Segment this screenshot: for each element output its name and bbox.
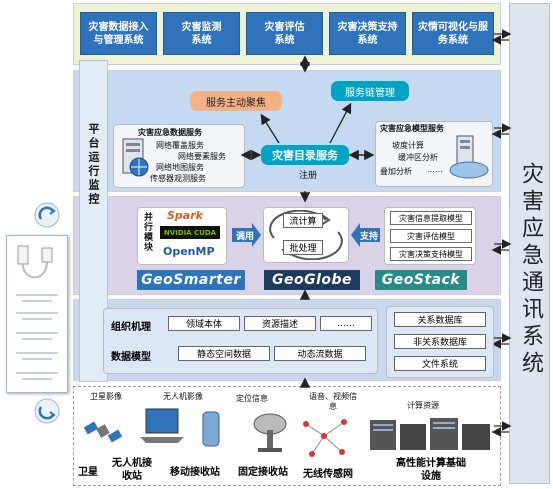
mobile-receiver-icon bbox=[202, 411, 220, 447]
model-item: 静态空间数据 bbox=[178, 346, 270, 361]
stack-model-box: 灾害决策支持模型 bbox=[390, 247, 472, 261]
call-arrow bbox=[232, 223, 261, 247]
db-item: 非关系数据库 bbox=[394, 334, 486, 349]
source-image-label: 卫星影像 bbox=[90, 392, 122, 401]
station-label: 高性能计算基础设施 bbox=[396, 458, 466, 482]
register-label: 注册 bbox=[299, 171, 318, 181]
cycle-bottom-icon bbox=[34, 398, 60, 424]
catalog-service-box[interactable]: 灾害目录服务 bbox=[261, 145, 349, 165]
model-label: 数据模型 bbox=[111, 352, 151, 363]
model-service-item: 叠加分析 bbox=[380, 167, 412, 176]
document-text-lines bbox=[16, 294, 58, 380]
source-image-label: 计算资源 bbox=[407, 401, 439, 410]
support-label: 支持 bbox=[360, 232, 379, 242]
hpc-server-icon bbox=[370, 418, 490, 450]
station-label: 移动接收站 bbox=[170, 467, 220, 478]
sensor-network-icon bbox=[303, 419, 347, 457]
call-label: 调用 bbox=[236, 232, 255, 242]
model-item: 动态流数据 bbox=[274, 346, 366, 361]
data-service-item: 传感器观测服务 bbox=[150, 174, 206, 183]
platform-column bbox=[79, 60, 108, 382]
cloud-server-icon bbox=[449, 135, 489, 179]
model-service-item: 缓冲区分析 bbox=[398, 153, 438, 162]
support-arrow bbox=[351, 223, 380, 247]
stack-model-box: 灾害评估模型 bbox=[390, 229, 472, 243]
source-layer bbox=[73, 386, 501, 486]
source-image-label: 无人机影像 bbox=[163, 392, 203, 401]
org-item: …… bbox=[320, 316, 372, 331]
db-item: 文件系统 bbox=[394, 356, 486, 371]
system-decision-support[interactable]: 灾害决策支持系统 bbox=[329, 12, 406, 55]
stack-model-box: 灾害信息提取模型 bbox=[390, 211, 472, 225]
geoglobe-brand: GeoGlobe bbox=[264, 270, 360, 290]
db-item: 关系数据库 bbox=[394, 312, 486, 327]
station-label: 固定接收站 bbox=[238, 467, 288, 478]
data-service-item: 网络覆盖服务 bbox=[156, 141, 204, 150]
source-image-label: 定位信息 bbox=[236, 394, 268, 403]
dish-antenna-icon bbox=[253, 413, 287, 452]
server-icon bbox=[122, 138, 149, 177]
station-label: 无线传感网 bbox=[303, 469, 353, 480]
data-service-title: 灾害应急数据服务 bbox=[138, 128, 202, 137]
platform-column-label: 平台运行监控 bbox=[87, 123, 100, 207]
system-visualization[interactable]: 灾情可视化与服务系统 bbox=[412, 12, 494, 55]
data-service-item: 网络地图服务 bbox=[156, 163, 204, 172]
batch-process-box: 批处理 bbox=[283, 240, 323, 255]
source-image-label: 语音、视频信息 bbox=[309, 392, 357, 411]
system-monitoring[interactable]: 灾害监测系统 bbox=[163, 12, 240, 55]
openmp-logo: OpenMP bbox=[163, 245, 215, 258]
cuda-logo: NVIDIA CUDA bbox=[160, 226, 220, 239]
parallel-label: 并行模块 bbox=[142, 212, 152, 252]
stream-compute-box: 流计算 bbox=[283, 213, 323, 228]
org-item: 领域本体 bbox=[168, 316, 240, 331]
geosmarter-brand: GeoSmarter bbox=[137, 270, 245, 290]
model-service-title: 灾害应急模型服务 bbox=[380, 124, 444, 133]
usb-cable-icon bbox=[17, 245, 53, 279]
station-label: 卫星 bbox=[78, 467, 98, 478]
org-item: 资源描述 bbox=[244, 316, 316, 331]
comms-column-label: 灾害应急通讯系统 bbox=[518, 162, 543, 378]
model-service-item: …… bbox=[427, 165, 443, 174]
chain-management-box[interactable]: 服务链管理 bbox=[331, 81, 409, 101]
laptop-icon bbox=[140, 408, 184, 443]
system-data-management[interactable]: 灾害数据接入与管理系统 bbox=[80, 12, 157, 55]
org-label: 组织机理 bbox=[111, 322, 151, 333]
station-label: 无人机接收站 bbox=[112, 458, 152, 482]
model-service-item: 坡度计算 bbox=[392, 141, 424, 150]
proactive-aggregation-box[interactable]: 服务主动聚焦 bbox=[190, 91, 282, 111]
spark-logo: Spark bbox=[167, 209, 203, 222]
data-service-item: 网络要素服务 bbox=[178, 152, 226, 161]
satellite-icon bbox=[83, 421, 123, 443]
geostack-brand: GeoStack bbox=[375, 270, 467, 290]
cycle-top-icon bbox=[34, 202, 60, 228]
system-assessment[interactable]: 灾害评估系统 bbox=[246, 12, 323, 55]
